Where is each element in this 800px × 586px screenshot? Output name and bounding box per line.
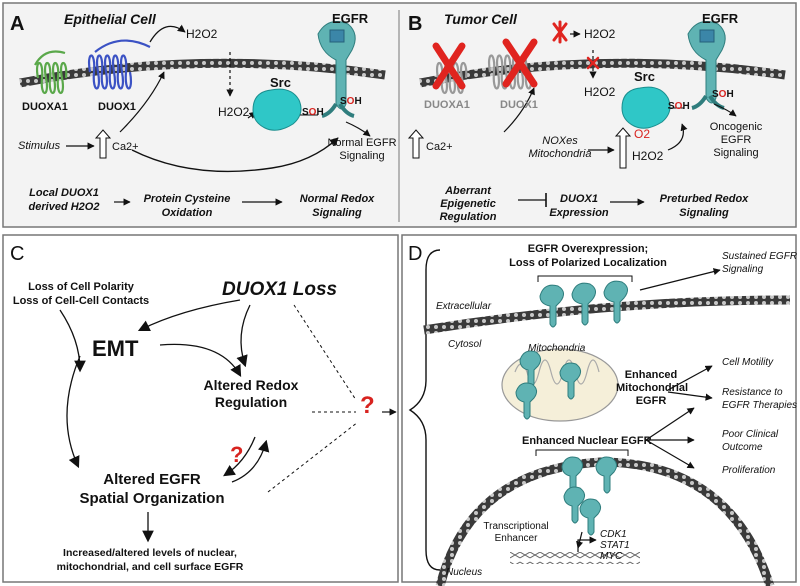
src-blob-a [252,88,302,131]
bottom-label-c: Increased/altered levels of nuclear,mito… [56,547,244,573]
ca-label-b: Ca2+ [426,141,453,153]
duox1-loss-title: DUOX1 Loss [222,279,338,300]
plasma-membrane-d [423,295,791,335]
o2-label: O2 [634,127,651,141]
red-x-small [586,56,600,70]
membrane-b [419,58,786,88]
panel-letter-a: A [10,13,25,35]
duox1-label-a: DUOX1 [98,101,136,113]
soh-src-a: SOH [302,107,324,118]
panel-letter-c: C [10,243,25,265]
flow-a-2: Protein Cysteine [143,193,231,205]
panel-letter-d: D [408,243,423,265]
h2o2-label-b-top: H2O2 [584,27,616,41]
duoxa1-protein-a [34,50,68,95]
egfr-surface-group [539,280,628,328]
soh-egfr-b: SOH [712,89,734,100]
ca-label-a: Ca2+ [112,141,139,153]
flow-a-3: Normal Redox [299,193,375,205]
panel-a-title: Epithelial Cell [64,11,156,27]
emt-label: EMT [92,336,139,361]
panel-b-title: Tumor Cell [444,11,517,27]
duoxa1-label-a: DUOXA1 [22,101,68,113]
enhanced-nuclear-label: Enhanced Nuclear EGFR [522,435,652,447]
motility-label: Cell Motility [722,357,774,368]
flow-a-2b: Oxidation [161,207,213,219]
red-x-duoxa1 [432,42,466,90]
duoxa1-label-b: DUOXA1 [424,99,470,111]
question-mark-mid: ? [360,392,375,419]
h2o2-label-b-low: H2O2 [632,149,664,163]
red-x-duox1 [502,38,538,88]
panel-letter-b: B [408,13,423,35]
soh-egfr-a: SOH [340,96,362,107]
duox1-label-b: DUOX1 [500,99,538,111]
stimulus-label: Stimulus [18,140,61,152]
panel-c-frame [2,234,399,583]
egfr-receptor-a [317,21,356,118]
nucleus-label: Nucleus [446,567,483,578]
soh-src-b: SOH [668,101,690,112]
egfr-nuclear-group [561,456,618,536]
h2o2-label-a-mid: H2O2 [218,105,250,119]
proliferation-label: Proliferation [722,465,776,476]
h2o2-label-b-mid: H2O2 [584,85,616,99]
egfr-label-a: EGFR [332,11,369,26]
egfr-label-b: EGFR [702,11,739,26]
extracellular-label: Extracellular [436,301,492,312]
brace-d [408,249,441,571]
question-mark-c: ? [230,442,244,467]
cytosol-label: Cytosol [448,339,482,350]
h2o2-label-a-top: H2O2 [186,27,218,41]
mitochondrion [501,348,619,422]
overexpression-label: EGFR Overexpression;Loss of Polarized Lo… [509,243,667,269]
duox1-protein-a [88,39,151,90]
dna-strand [510,552,640,564]
red-asterisk-top [552,20,568,44]
src-label-a: Src [270,75,291,90]
egfr-mito-group [515,350,582,420]
mitochondria-label: Mitochondria [528,343,586,354]
src-blob-b [621,86,671,129]
src-label-b: Src [634,69,655,84]
flow-a-3b: Signaling [312,207,362,219]
